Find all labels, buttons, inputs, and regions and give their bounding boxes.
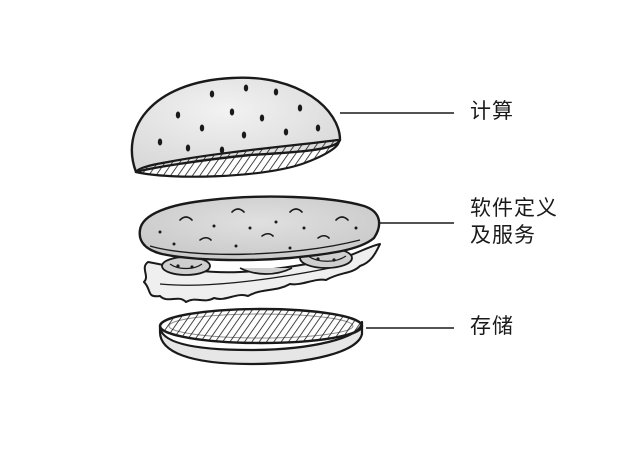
- patty: [138, 195, 381, 262]
- compute-label: 计算: [470, 98, 514, 125]
- sds-label-line-2: 及服务: [470, 223, 536, 247]
- lettuce-vein: [159, 267, 331, 286]
- sesame-seeds: [157, 84, 321, 154]
- patty-dots: [158, 220, 358, 250]
- bottom-bun: [158, 307, 364, 366]
- storage-label-text: 存储: [470, 314, 514, 338]
- patty-bottom-edge: [149, 239, 361, 256]
- compute-label-text: 计算: [470, 99, 514, 123]
- top-bun-underside: [134, 138, 340, 178]
- tomato-slices: [161, 247, 353, 276]
- patty-texture: [179, 208, 349, 241]
- bottom-bun-top: [158, 307, 364, 345]
- sds-label-line-1: 软件定义: [470, 196, 558, 220]
- storage-label: 存储: [470, 313, 514, 340]
- patty-body: [138, 195, 381, 262]
- software-defined-services-label: 软件定义 及服务: [470, 195, 558, 249]
- top-bun: [130, 76, 342, 178]
- bottom-bun-side: [158, 320, 364, 366]
- tomato-slice-middle: [239, 267, 293, 275]
